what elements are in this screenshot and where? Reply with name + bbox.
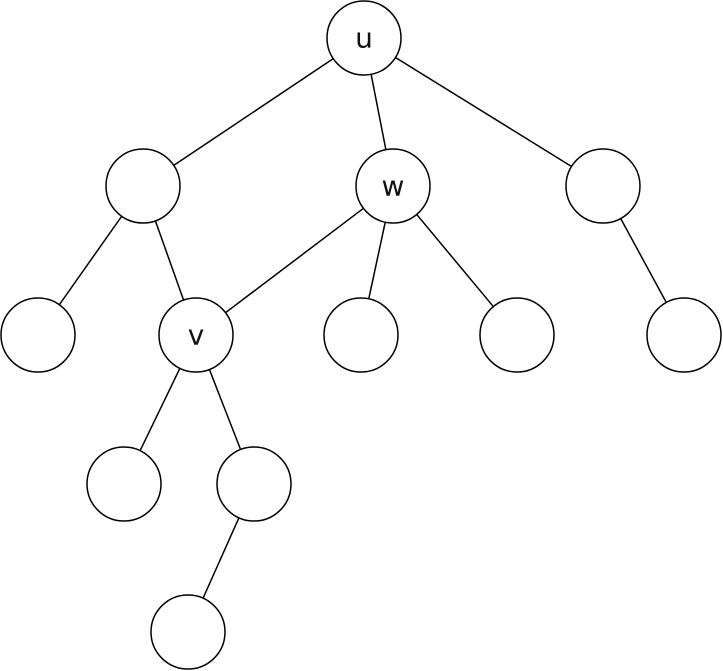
node-circle: [565, 148, 641, 224]
node-label: v: [188, 319, 205, 352]
tree-node-n6: [323, 297, 399, 373]
node-circle: [216, 446, 292, 522]
tree-edge-n1-n4: [58, 215, 123, 306]
tree-edge-n1-n5: [154, 220, 185, 301]
tree-edge-n2-n6: [368, 222, 386, 299]
node-circle: [326, 0, 402, 76]
tree-edge-n5-n9: [139, 367, 181, 452]
tree-node-n11: [150, 594, 226, 670]
tree-node-n8: [646, 297, 722, 373]
tree-node-n10: [216, 446, 292, 522]
tree-edge-n0-n3: [395, 56, 572, 168]
tree-edge-n3-n8: [620, 218, 667, 303]
node-circle: [158, 297, 234, 373]
tree-node-n1: [105, 148, 181, 224]
tree-edge-n10-n11: [202, 517, 240, 599]
tree-edge-n5-n10: [208, 369, 242, 450]
tree-edge-n2-n7: [416, 213, 494, 308]
node-circle: [479, 297, 555, 373]
tree-node-u: u: [326, 0, 402, 76]
node-label: w: [382, 170, 405, 203]
tree-node-n4: [0, 297, 76, 373]
node-circle: [105, 148, 181, 224]
edges-layer: [58, 56, 667, 599]
node-circle: [0, 297, 76, 373]
tree-edge-n0-n1: [173, 57, 334, 167]
tree-edge-n0-n2: [370, 74, 387, 150]
node-circle: [150, 594, 226, 670]
tree-node-n9: [86, 446, 162, 522]
tree-node-n7: [479, 297, 555, 373]
node-circle: [323, 297, 399, 373]
tree-node-w: w: [355, 148, 431, 224]
node-circle: [646, 297, 722, 373]
tree-node-n3: [565, 148, 641, 224]
tree-edge-n2-n5: [225, 207, 364, 314]
tree-node-v: v: [158, 297, 234, 373]
node-circle: [86, 446, 162, 522]
node-label: u: [355, 22, 373, 55]
node-circle: [355, 148, 431, 224]
